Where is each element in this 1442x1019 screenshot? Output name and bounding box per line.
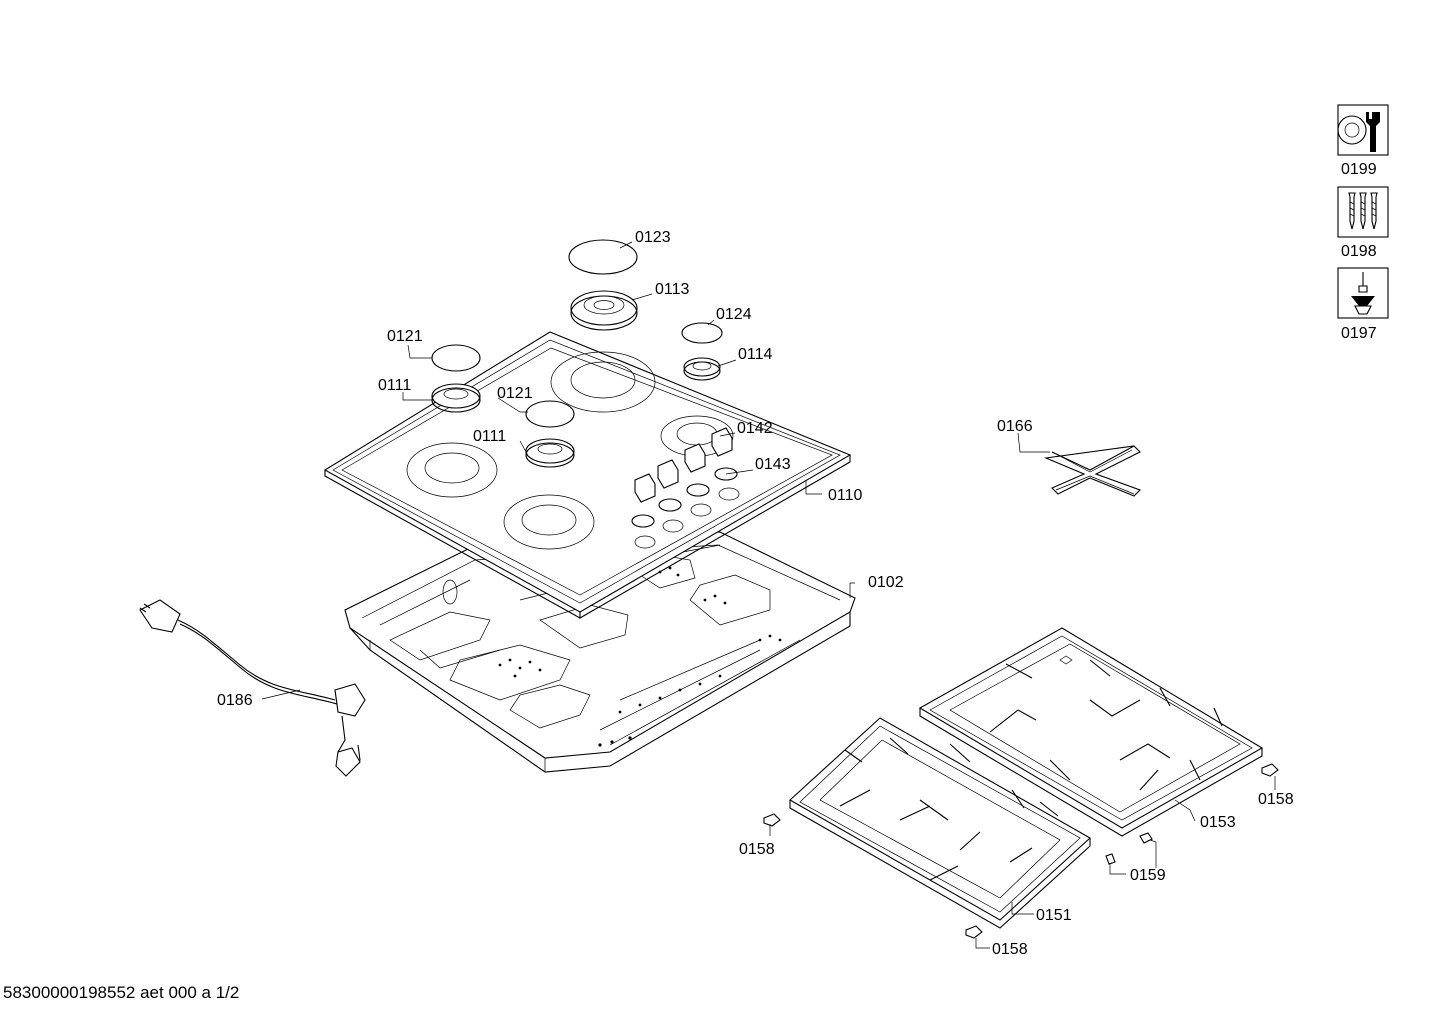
leader-lines <box>261 241 1276 949</box>
callout-0143: 0143 <box>755 456 791 473</box>
screws-icon <box>1348 192 1378 230</box>
callout-0159: 0159 <box>1130 867 1166 884</box>
callout-0121-left: 0121 <box>387 328 423 345</box>
callout-0123: 0123 <box>635 229 671 246</box>
burner-medium-0111-center[interactable] <box>525 438 575 468</box>
document-code: 58300000198552 aet 000 a 1/2 <box>3 983 239 1002</box>
callout-0102: 0102 <box>868 574 904 591</box>
hob-base-tray[interactable] <box>344 531 856 773</box>
callout-0151: 0151 <box>1036 907 1072 924</box>
callout-0158-bottom: 0158 <box>992 941 1028 958</box>
power-cord-0186[interactable] <box>139 599 366 777</box>
rubber-foot-0158-right[interactable] <box>1261 763 1279 777</box>
rubber-foot-0158-bottom[interactable] <box>965 925 983 939</box>
callout-0113: 0113 <box>655 281 690 298</box>
callout-0121-center: 0121 <box>497 385 533 402</box>
clip-0159-a[interactable] <box>1139 832 1153 844</box>
callout-0111-left: 0111 <box>378 377 411 394</box>
burner-cap-0124[interactable] <box>681 322 723 344</box>
callout-0158-right: 0158 <box>1258 791 1294 808</box>
cooktop-top-plate[interactable] <box>323 331 852 619</box>
clip-0159-b[interactable] <box>1105 853 1116 865</box>
accessory-icon-0198[interactable]: 0198 <box>1337 186 1389 260</box>
callout-0110: 0110 <box>828 487 863 504</box>
callout-0111-center: 0111 <box>473 428 506 445</box>
callout-0166: 0166 <box>997 418 1033 435</box>
callout-0158-left: 0158 <box>739 841 775 858</box>
accessory-icon-0199[interactable]: 0199 <box>1337 104 1389 178</box>
pan-support-left-0151[interactable] <box>789 717 1091 929</box>
burner-cap-0123[interactable] <box>568 239 638 275</box>
callout-0142: 0142 <box>737 420 773 437</box>
burner-large-0113[interactable] <box>570 290 638 331</box>
callout-0153: 0153 <box>1200 814 1236 831</box>
accessory-icon-0197[interactable]: 0197 <box>1337 267 1389 342</box>
callout-0124: 0124 <box>716 306 752 323</box>
callout-0114: 0114 <box>738 346 773 363</box>
burner-cap-0121-left[interactable] <box>431 344 481 372</box>
wok-support-0166[interactable] <box>1043 445 1141 497</box>
burner-cap-0121-center[interactable] <box>525 400 575 428</box>
accessory-label-0197: 0197 <box>1341 325 1377 342</box>
control-knobs[interactable] <box>634 427 733 503</box>
pan-support-right-0153[interactable] <box>918 627 1264 837</box>
callout-0186: 0186 <box>217 692 253 709</box>
burner-small-0114[interactable] <box>683 357 721 381</box>
seal-wrench-icon <box>1337 112 1380 152</box>
screwdriver-plug-icon <box>1351 272 1375 315</box>
rubber-foot-0158-left[interactable] <box>763 813 781 827</box>
accessory-label-0199: 0199 <box>1341 161 1377 178</box>
accessory-label-0198: 0198 <box>1341 243 1377 260</box>
